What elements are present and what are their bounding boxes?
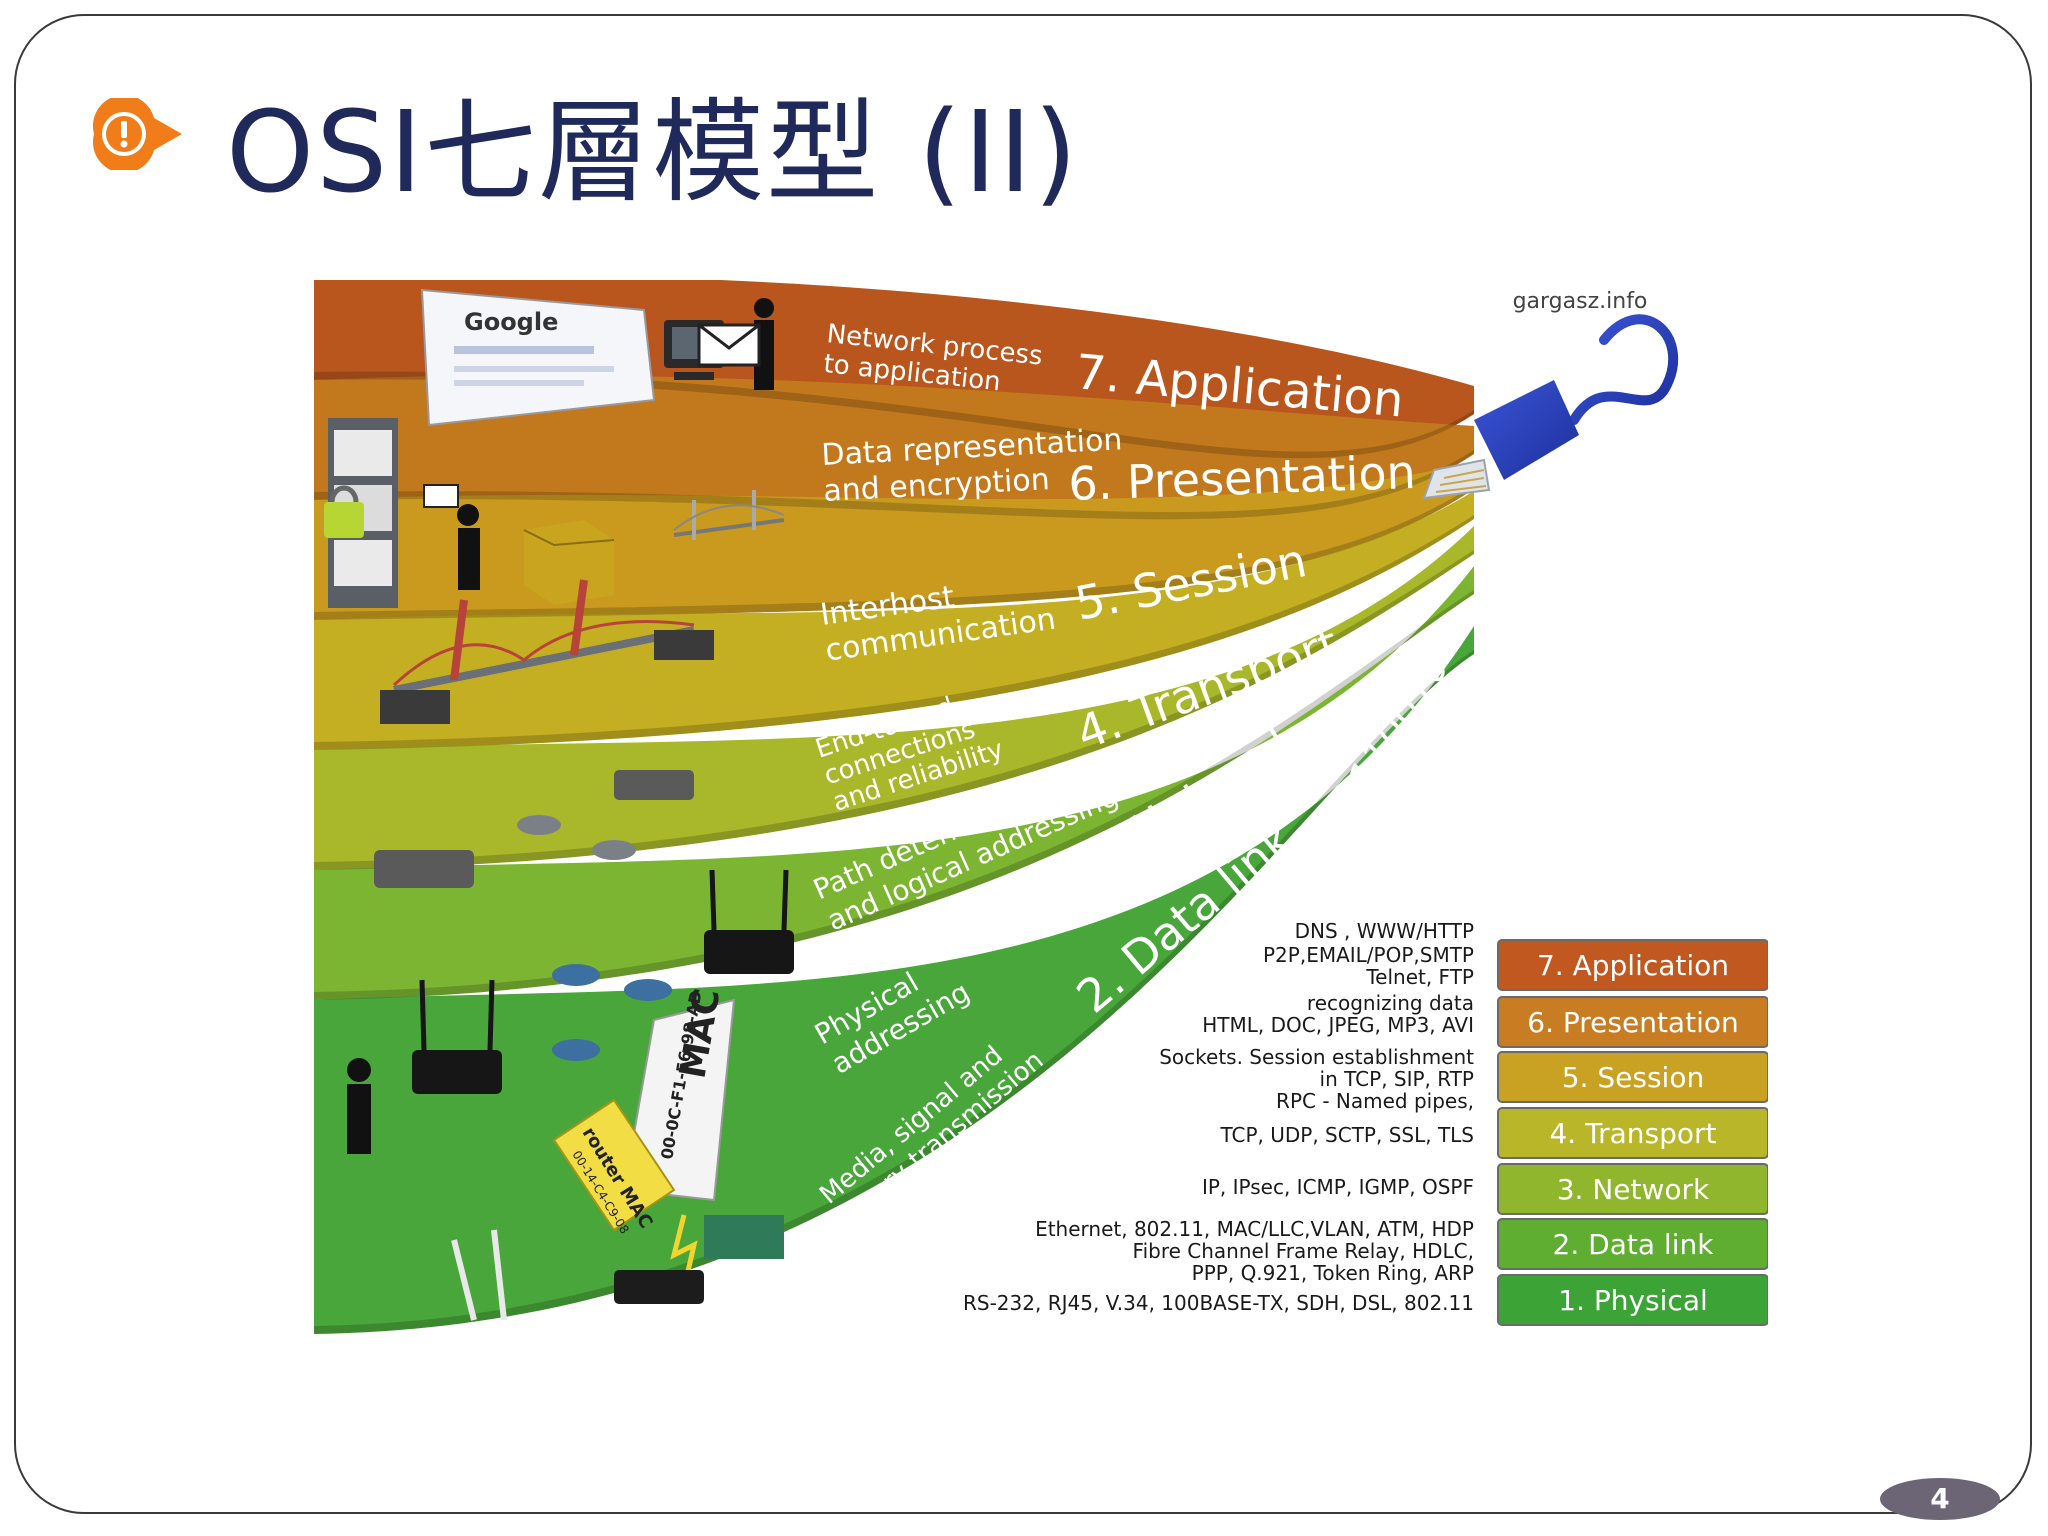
protocol-note: DNS , WWW/HTTP xyxy=(1295,919,1474,943)
legend-box xyxy=(1497,1051,1768,1103)
legend-row-6: 6. Presentation xyxy=(1497,996,1768,1048)
open-box-icon xyxy=(523,520,615,605)
layer-band-shadow xyxy=(314,450,1474,520)
legend-label: 4. Transport xyxy=(1549,1117,1716,1150)
browser-window-icon: Google xyxy=(420,288,656,427)
envelope-icon xyxy=(697,323,761,367)
legend-label: 3. Network xyxy=(1557,1173,1710,1206)
protocol-note: Fibre Channel Frame Relay, HDLC, xyxy=(1133,1239,1474,1263)
legend-label: 6. Presentation xyxy=(1527,1006,1738,1039)
router-icon xyxy=(374,770,694,888)
legend-box xyxy=(1497,939,1768,991)
watermark: gargasz.info xyxy=(1513,289,1648,314)
legend-box xyxy=(1497,1107,1768,1159)
protocol-note: P2P,EMAIL/POP,SMTP xyxy=(1263,943,1474,967)
protocol-note: IP, IPsec, ICMP, IGMP, OSPF xyxy=(1202,1175,1474,1199)
legend-row-2: 2. Data link xyxy=(1497,1218,1768,1270)
layer-label-6: 6. Presentation xyxy=(1067,445,1416,511)
network-cable xyxy=(1569,314,1679,425)
bridge-icon-large xyxy=(380,579,714,724)
protocol-note: Ethernet, 802.11, MAC/LLC,VLAN, ATM, HDP xyxy=(1035,1217,1474,1241)
layer-band-6 xyxy=(314,375,1474,520)
google-logo: Google xyxy=(464,308,558,336)
protocol-note: RPC - Named pipes, xyxy=(1276,1089,1474,1113)
protocol-note: PPP, Q.921, Token Ring, ARP xyxy=(1192,1261,1474,1285)
layer-band-4 xyxy=(314,491,1474,750)
page-number: 4 xyxy=(1930,1482,1950,1515)
mac-address-tag: MAC 00-0C-F1-56-98-AD xyxy=(622,986,736,1202)
legend-box xyxy=(1497,1163,1768,1215)
rj45-connector-icon xyxy=(1474,380,1579,480)
alert-bubble-icon xyxy=(92,98,182,170)
layer-band-2 xyxy=(314,566,1474,1000)
layer-band-shadow xyxy=(314,371,1474,459)
wireless-router-icon xyxy=(412,869,794,1094)
protocol-note: recognizing data xyxy=(1307,991,1474,1015)
legend-row-7: 7. Application xyxy=(1497,939,1768,991)
legend-box xyxy=(1497,996,1768,1048)
protocol-note: TCP, UDP, SCTP, SSL, TLS xyxy=(1219,1123,1474,1147)
osi-diagram-canvas: gargasz.info Google xyxy=(314,280,1768,1334)
file-cabinet-lock-icon xyxy=(324,418,398,608)
legend-label: 7. Application xyxy=(1537,949,1729,982)
protocol-note: HTML, DOC, JPEG, MP3, AVI xyxy=(1202,1013,1474,1037)
police-officer-icon xyxy=(347,1058,371,1154)
network-card-icon xyxy=(451,1214,784,1321)
protocol-note: Sockets. Session establishment xyxy=(1159,1045,1474,1069)
legend-label: 1. Physical xyxy=(1558,1284,1708,1317)
legend-box xyxy=(1497,1218,1768,1270)
legend-row-1: 1. Physical xyxy=(1497,1274,1768,1326)
legend-label: 2. Data link xyxy=(1553,1228,1715,1261)
protocol-note: in TCP, SIP, RTP xyxy=(1320,1067,1474,1091)
bridge-icon-small xyxy=(673,490,785,540)
legend-row-5: 5. Session xyxy=(1497,1051,1768,1103)
page-number-badge: 4 xyxy=(1878,1476,2002,1522)
protocol-note: RS-232, RJ45, V.34, 100BASE-TX, SDH, DSL… xyxy=(963,1291,1474,1315)
layer-band-3 xyxy=(314,526,1474,870)
legend-row-3: 3. Network xyxy=(1497,1163,1768,1215)
legend-row-4: 4. Transport xyxy=(1497,1107,1768,1159)
legend-box xyxy=(1497,1274,1768,1326)
protocol-note: Telnet, FTP xyxy=(1365,965,1474,989)
slide-title: OSI七層模型 (II) xyxy=(226,88,1080,218)
osi-diagram: gargasz.info Google xyxy=(314,280,1768,1334)
layer-band-shadow xyxy=(314,550,1474,870)
legend-label: 5. Session xyxy=(1562,1061,1704,1094)
person-with-envelope-icon xyxy=(423,484,480,590)
